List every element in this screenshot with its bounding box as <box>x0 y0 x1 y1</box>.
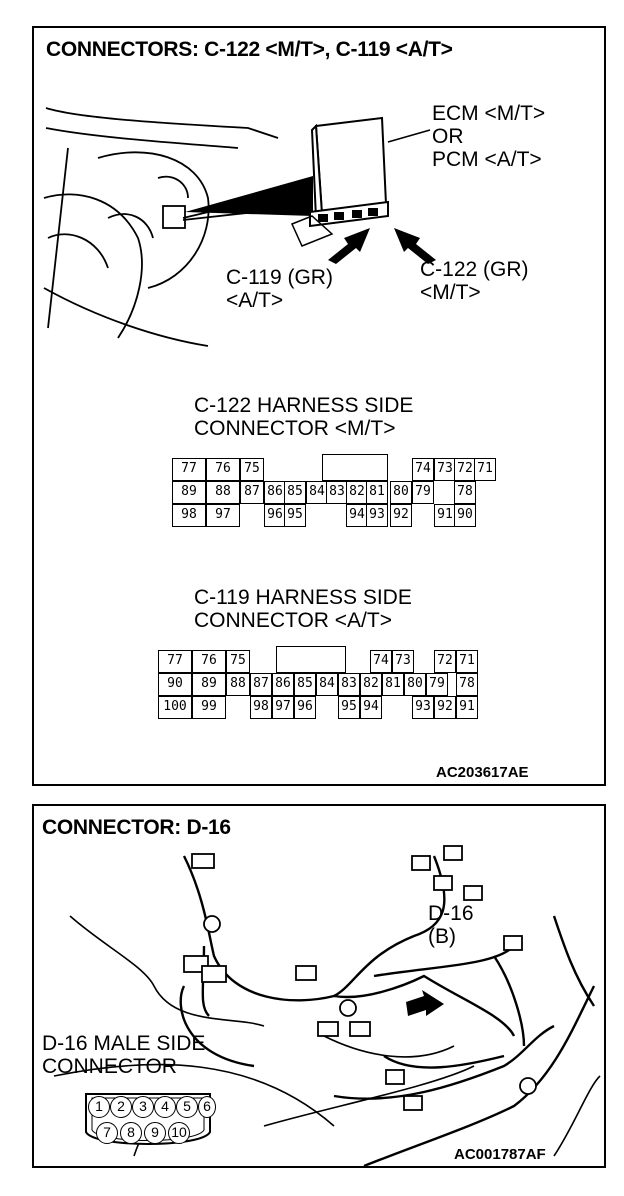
d16-pin: 9 <box>144 1122 166 1144</box>
pin-cell: 71 <box>456 650 478 673</box>
ecm-module <box>290 116 431 247</box>
c119-arrow-icon <box>328 228 370 264</box>
pin-cell: 96 <box>264 504 286 527</box>
harness-illustration <box>53 845 601 1168</box>
pin-cell: 83 <box>326 481 348 504</box>
pin-cell: 89 <box>192 673 226 696</box>
figure-code: AC203617AE <box>436 764 529 781</box>
pin-cell: 73 <box>434 458 456 481</box>
pin-cell: 91 <box>434 504 456 527</box>
pin-cell: 88 <box>206 481 240 504</box>
pin-cell: 85 <box>284 481 306 504</box>
pin-cell: 92 <box>434 696 456 719</box>
pin-cell: 87 <box>240 481 264 504</box>
pin-cell: 97 <box>272 696 294 719</box>
pin-cell: 73 <box>392 650 414 673</box>
pin-cell: 94 <box>360 696 382 719</box>
d16-pin: 4 <box>154 1096 176 1118</box>
c122-heading: C-122 HARNESS SIDE CONNECTOR <M/T> <box>194 394 414 440</box>
c119-heading: C-119 HARNESS SIDE CONNECTOR <A/T> <box>194 586 412 632</box>
connector-latch <box>322 454 388 481</box>
pin-cell: 85 <box>294 673 316 696</box>
d16-pin: 8 <box>120 1122 142 1144</box>
pin-cell: 83 <box>338 673 360 696</box>
pin-cell: 86 <box>264 481 286 504</box>
male-connector-heading: D-16 MALE SIDE CONNECTOR <box>42 1032 206 1078</box>
pin-cell: 91 <box>456 696 478 719</box>
d16-pin: 2 <box>110 1096 132 1118</box>
pin-cell: 81 <box>366 481 388 504</box>
panel-title: CONNECTOR: D-16 <box>42 816 231 839</box>
pin-cell: 84 <box>306 481 328 504</box>
pin-cell: 80 <box>390 481 412 504</box>
connector-latch <box>276 646 346 673</box>
pin-cell: 84 <box>316 673 338 696</box>
pin-cell: 93 <box>366 504 388 527</box>
c122-c119-panel: CONNECTORS: C-122 <M/T>, C-119 <A/T> <box>32 26 606 786</box>
panel-title: CONNECTORS: C-122 <M/T>, C-119 <A/T> <box>46 38 453 61</box>
d16-pin: 6 <box>198 1096 216 1118</box>
pin-cell: 98 <box>172 504 206 527</box>
d16-pin: 5 <box>176 1096 198 1118</box>
pin-cell: 93 <box>412 696 434 719</box>
pin-cell: 98 <box>250 696 272 719</box>
pin-cell: 87 <box>250 673 272 696</box>
pin-cell: 89 <box>172 481 206 504</box>
pin-cell: 78 <box>454 481 476 504</box>
pin-cell: 90 <box>454 504 476 527</box>
pin-cell: 99 <box>192 696 226 719</box>
pin-cell: 97 <box>206 504 240 527</box>
pin-cell: 95 <box>338 696 360 719</box>
pin-cell: 79 <box>426 673 448 696</box>
pin-cell: 78 <box>456 673 478 696</box>
pin-cell: 79 <box>412 481 434 504</box>
pin-cell: 92 <box>390 504 412 527</box>
figure-code: AC001787AF <box>454 1146 546 1163</box>
pin-cell: 96 <box>294 696 316 719</box>
c122-arrow-icon <box>394 228 436 264</box>
ecm-label: ECM <M/T> OR PCM <A/T> <box>432 102 546 171</box>
d16-pin: 10 <box>168 1122 190 1144</box>
d16-pin: 3 <box>132 1096 154 1118</box>
pin-cell: 77 <box>172 458 206 481</box>
pin-cell: 88 <box>226 673 250 696</box>
pin-cell: 100 <box>158 696 192 719</box>
pin-cell: 71 <box>474 458 496 481</box>
pin-cell: 75 <box>240 458 264 481</box>
pin-cell: 94 <box>346 504 368 527</box>
pin-cell: 72 <box>434 650 456 673</box>
pin-cell: 72 <box>454 458 476 481</box>
pin-cell: 90 <box>158 673 192 696</box>
pin-cell: 74 <box>370 650 392 673</box>
pin-cell: 76 <box>192 650 226 673</box>
d16-callout: D-16 (B) <box>428 902 474 948</box>
pin-cell: 82 <box>346 481 368 504</box>
dashboard-illustration <box>43 107 313 347</box>
pin-cell: 82 <box>360 673 382 696</box>
pin-cell: 86 <box>272 673 294 696</box>
pin-cell: 75 <box>226 650 250 673</box>
c119-callout: C-119 (GR) <A/T> <box>226 266 333 312</box>
pin-cell: 77 <box>158 650 192 673</box>
d16-pin: 7 <box>96 1122 118 1144</box>
c122-callout: C-122 (GR) <M/T> <box>420 258 529 304</box>
d16-pin: 1 <box>88 1096 110 1118</box>
pin-cell: 95 <box>284 504 306 527</box>
pin-cell: 80 <box>404 673 426 696</box>
pin-cell: 81 <box>382 673 404 696</box>
pin-cell: 74 <box>412 458 434 481</box>
pin-cell: 76 <box>206 458 240 481</box>
d16-panel: CONNECTOR: D-16 <box>32 804 606 1168</box>
